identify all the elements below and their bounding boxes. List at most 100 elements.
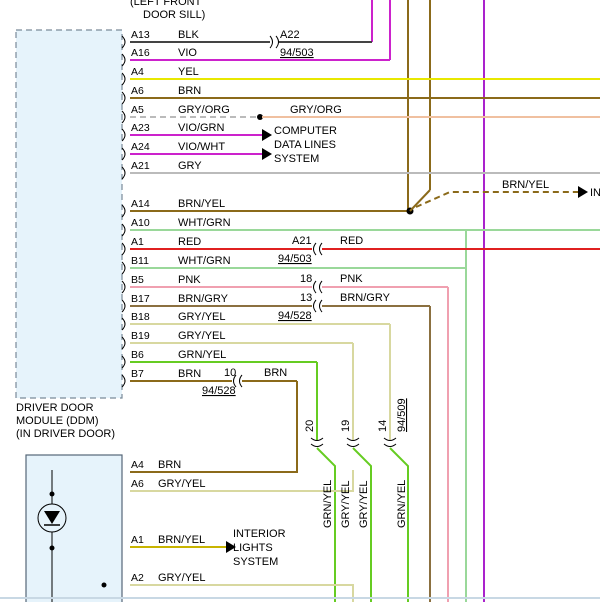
pin-bracket [121,53,126,67]
pin-id: A10 [131,217,150,229]
wire-brnyel-diag [409,189,431,212]
label-computer-3: SYSTEM [274,153,319,165]
label-c20: 20 [304,420,316,432]
vertical-wire-labels: GRN/YEL GRY/YEL GRY/YEL GRN/YEL [322,480,408,528]
connector-13 [313,299,323,313]
connector-a21 [313,242,323,256]
connector-10 [233,374,243,388]
ddm-label-2: MODULE (DDM) [16,415,99,427]
pin-wire-color: GRN/YEL [178,349,226,361]
label-computer-1: COMPUTER [274,125,337,137]
pin-id: B11 [131,255,149,267]
splice-a5 [257,114,263,120]
pin-bracket [121,110,126,124]
pin-id: B19 [131,330,150,342]
pin-id: A13 [131,29,150,41]
pin-wire-color: GRY/YEL [178,311,226,323]
connector-18 [313,280,323,294]
ddm-label-3: (IN DRIVER DOOR) [16,428,115,440]
pin-id: B7 [131,368,144,380]
label-brn-yel-right: BRN/YEL [502,179,549,191]
pin-bracket [121,261,126,275]
label-c18: 18 [300,273,312,285]
pin-bracket [121,166,126,180]
splice-dot-1 [49,491,55,497]
label-a21: A21 [292,235,312,247]
pin-wire-color: BRN/GRY [178,293,229,305]
arrow-computer-2 [262,148,272,160]
label-gry-org: GRY/ORG [290,104,342,116]
lower-pin-a2: A2 [131,572,144,584]
label-94-528-b: 94/528 [202,385,236,397]
pin-id: A23 [131,122,150,134]
pin-bracket [121,204,126,218]
pin-wire-color: WHT/GRN [178,255,231,267]
top-location-label-2: DOOR SILL) [143,9,205,21]
connector-19 [346,437,360,447]
label-c13: 13 [300,292,312,304]
top-location-label: (LEFT FRONT [130,0,202,8]
pin-bracket [121,128,126,142]
pin-wire-color: BRN [178,85,201,97]
label-94-528: 94/528 [278,310,312,322]
label-brn: BRN [264,367,287,379]
pin-bracket [121,355,126,369]
pin-id: A6 [131,85,144,97]
pin-bracket [121,72,126,86]
wire-gryyel-down-2 [389,447,409,602]
pin-wire-color: GRY/YEL [178,330,226,342]
pin-bracket [121,299,126,313]
connector-14 [383,437,397,447]
interior-label-1: INTERIOR [233,528,286,540]
pin-id: B6 [131,349,144,361]
label-c14: 14 [377,420,389,432]
pin-bracket [121,374,126,388]
ddm-module-box [15,29,123,399]
pin-id: A1 [131,236,144,248]
pin-id: B17 [131,293,150,305]
pin-id: A21 [131,160,150,172]
connector-a22 [269,35,279,49]
pin-id: A16 [131,47,150,59]
wire-brnyel-dashed [415,191,578,208]
wire-gryyel-a6 [130,470,354,492]
lower-wire-a4: BRN [158,459,181,471]
pin-wire-color: VIO [178,47,197,59]
splice-dot-2 [49,545,55,551]
splice-dot-3 [101,582,107,588]
pin-wire-color: GRY [178,160,202,172]
label-brn-gry: BRN/GRY [340,292,391,304]
pin-bracket [121,280,126,294]
arrow-computer-1 [262,129,272,141]
label-in: IN [590,187,600,199]
arrow-brnyel [578,186,588,198]
vertical-label-2: GRY/YEL [340,481,352,529]
label-94-503: 94/503 [280,47,314,59]
pin-wire-color: BRN [178,368,201,380]
lower-pin-a1: A1 [131,534,144,546]
pin-bracket [121,317,126,331]
pin-id: A14 [131,198,150,210]
lower-wire-a2: GRY/YEL [158,572,206,584]
pin-wire-color: RED [178,236,201,248]
lower-module-box [25,454,123,602]
label-94-503-b: 94/503 [278,253,312,265]
pin-bracket [121,147,126,161]
label-c10: 10 [224,367,236,379]
led-icon [44,511,60,524]
label-red: RED [340,235,363,247]
wire-grnyel-down [316,447,336,602]
pin-id: A5 [131,104,144,116]
pin-id: A24 [131,141,150,153]
vertical-label-4: GRN/YEL [396,480,408,528]
pin-bracket [121,91,126,105]
lower-module-pins: A4 BRN A6 GRY/YEL A1 BRN/YEL A2 GRY/YEL … [131,459,286,584]
pin-wire-color: GRY/ORG [178,104,230,116]
pin-bracket [121,35,126,49]
wire-gryyel-down [352,447,372,602]
pin-id: B5 [131,274,144,286]
interior-label-3: SYSTEM [233,556,278,568]
arrow-interior [226,541,236,553]
